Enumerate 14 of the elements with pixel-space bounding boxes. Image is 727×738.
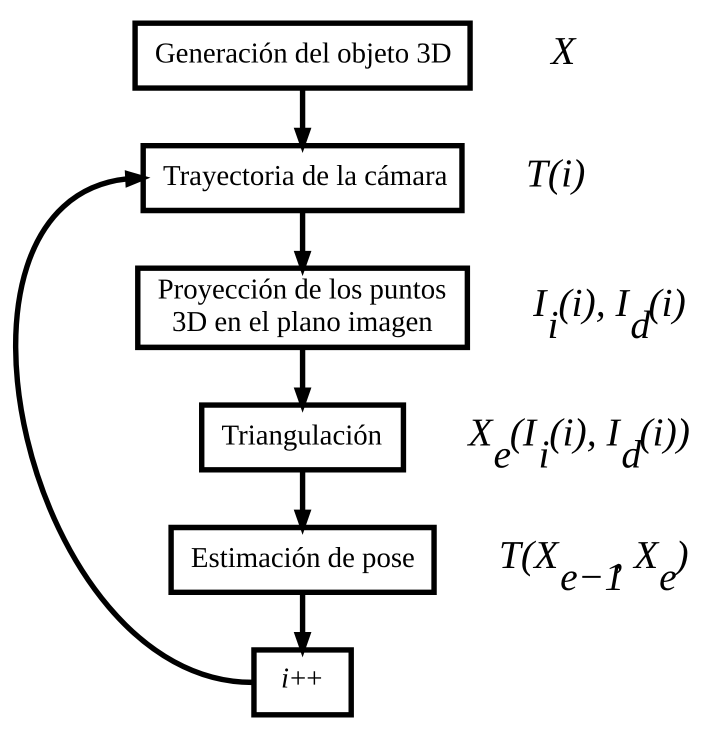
arrow xyxy=(294,88,312,154)
node-box: Triangulación xyxy=(199,402,406,473)
arrow xyxy=(294,211,312,276)
node-box: Estimación de pose xyxy=(168,524,437,596)
node-label: X xyxy=(551,28,576,73)
arrow xyxy=(294,470,312,535)
node-box: Proyección de los puntos 3D en el plano imagen xyxy=(135,265,470,350)
arrow xyxy=(294,347,312,413)
node-box: Generación del objeto 3D xyxy=(132,20,473,91)
node-box: i++ xyxy=(251,647,354,718)
node-label: T(i) xyxy=(526,151,586,196)
node-box: Trayectoria de la cámara xyxy=(140,142,465,214)
arrow xyxy=(294,592,312,658)
arrow xyxy=(14,170,253,686)
